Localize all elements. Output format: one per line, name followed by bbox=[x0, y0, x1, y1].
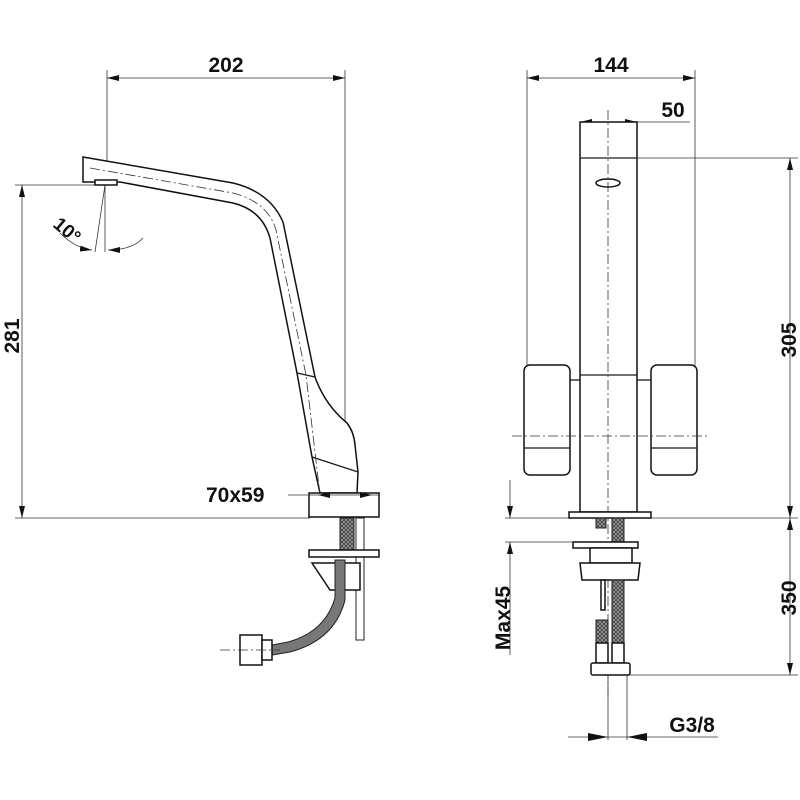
dim-label-144: 144 bbox=[593, 54, 628, 77]
dim-label-305: 305 bbox=[778, 322, 800, 357]
dimension-144: 144 bbox=[526, 54, 696, 370]
front-view: 144 50 bbox=[492, 54, 800, 741]
side-mounting-hardware bbox=[220, 517, 380, 666]
faucet-side-body bbox=[82, 156, 359, 496]
dimension-350: 350 bbox=[630, 518, 800, 676]
dim-label-g3-8: G3/8 bbox=[669, 714, 715, 737]
dimension-angle-10: 10° bbox=[49, 184, 144, 253]
dim-label-202: 202 bbox=[208, 54, 243, 77]
side-view: 202 281 10° bbox=[1, 54, 380, 666]
dim-label-max45: Max45 bbox=[492, 586, 515, 651]
dimension-g3-8: G3/8 bbox=[568, 675, 718, 741]
front-mounting-hardware bbox=[572, 517, 641, 676]
dim-label-350: 350 bbox=[778, 580, 800, 615]
dim-label-70x59: 70x59 bbox=[206, 484, 264, 507]
dim-label-50: 50 bbox=[661, 99, 684, 122]
dimension-70x59: 70x59 bbox=[206, 484, 380, 518]
dimension-305: 305 bbox=[637, 157, 800, 519]
dimension-202: 202 bbox=[106, 54, 346, 520]
dim-label-10-deg: 10° bbox=[49, 214, 85, 249]
faucet-front-body bbox=[512, 110, 710, 700]
dimension-max45: Max45 bbox=[492, 480, 573, 655]
dimension-281: 281 bbox=[1, 184, 310, 519]
dim-label-281: 281 bbox=[1, 318, 24, 353]
dimension-50: 50 bbox=[580, 99, 690, 125]
